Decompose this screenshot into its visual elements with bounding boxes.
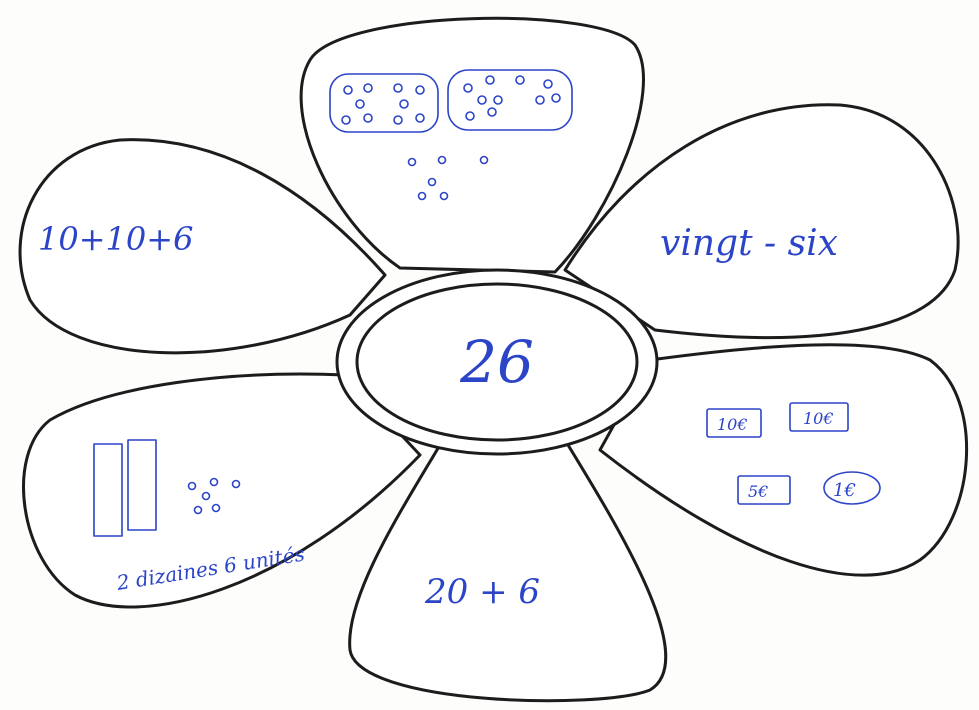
svg-text:5€: 5€ xyxy=(748,482,768,501)
svg-text:10€: 10€ xyxy=(717,415,748,434)
petal-upper-right-text: vingt - six xyxy=(660,223,838,264)
petal-bottom-text: 20 + 6 xyxy=(424,572,540,612)
flower-center: 26 xyxy=(337,270,657,454)
petal-upper-left-text: 10+10+6 xyxy=(38,220,193,258)
svg-text:10€: 10€ xyxy=(803,409,834,428)
svg-text:1€: 1€ xyxy=(833,480,856,501)
center-number: 26 xyxy=(459,328,534,396)
